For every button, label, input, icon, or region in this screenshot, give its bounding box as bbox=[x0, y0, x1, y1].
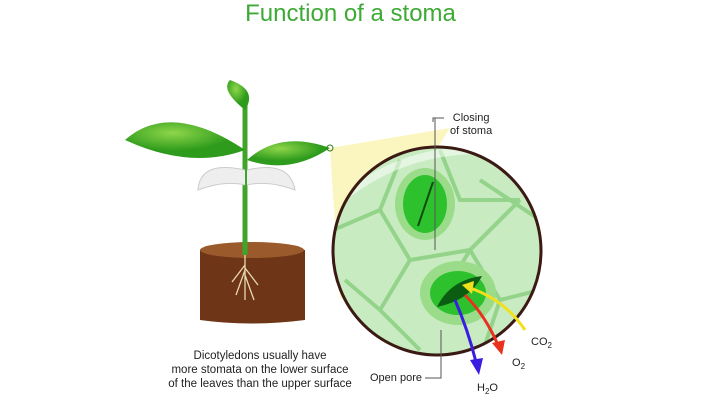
co2-arrow bbox=[469, 286, 527, 331]
co2-text: CO bbox=[531, 336, 548, 348]
caption-line: of the leaves than the upper surface bbox=[168, 378, 352, 390]
o2-arrow bbox=[463, 293, 500, 346]
subscript: 2 bbox=[484, 387, 490, 397]
o2-label: O2 bbox=[512, 357, 525, 373]
open-pore-leader-line bbox=[425, 330, 442, 379]
h2o-arrow bbox=[453, 299, 478, 363]
closing-leader-line bbox=[432, 117, 444, 250]
co2-label: CO2 bbox=[531, 336, 552, 352]
h-text: H bbox=[477, 382, 485, 394]
closing-of-stoma-label: Closing of stoma bbox=[450, 112, 492, 138]
o-text: O bbox=[489, 382, 498, 394]
h2o-label: H2O bbox=[477, 382, 498, 398]
o2-text: O bbox=[512, 357, 521, 369]
magnified-leaf-surface bbox=[333, 147, 541, 355]
open-pore-label: Open pore bbox=[370, 372, 422, 384]
caption-line: more stomata on the lower surface bbox=[171, 364, 349, 376]
caption-line: Dicotyledons usually have bbox=[193, 350, 327, 362]
subscript: 2 bbox=[520, 362, 526, 372]
diagram-title: Function of a stoma bbox=[245, 0, 456, 27]
label-line: of stoma bbox=[450, 125, 493, 137]
caption: Dicotyledons usually have more stomata o… bbox=[140, 349, 380, 391]
label-line: Closing bbox=[452, 112, 490, 124]
subscript: 2 bbox=[547, 341, 552, 351]
plant bbox=[125, 80, 334, 255]
soil-block bbox=[200, 242, 305, 324]
